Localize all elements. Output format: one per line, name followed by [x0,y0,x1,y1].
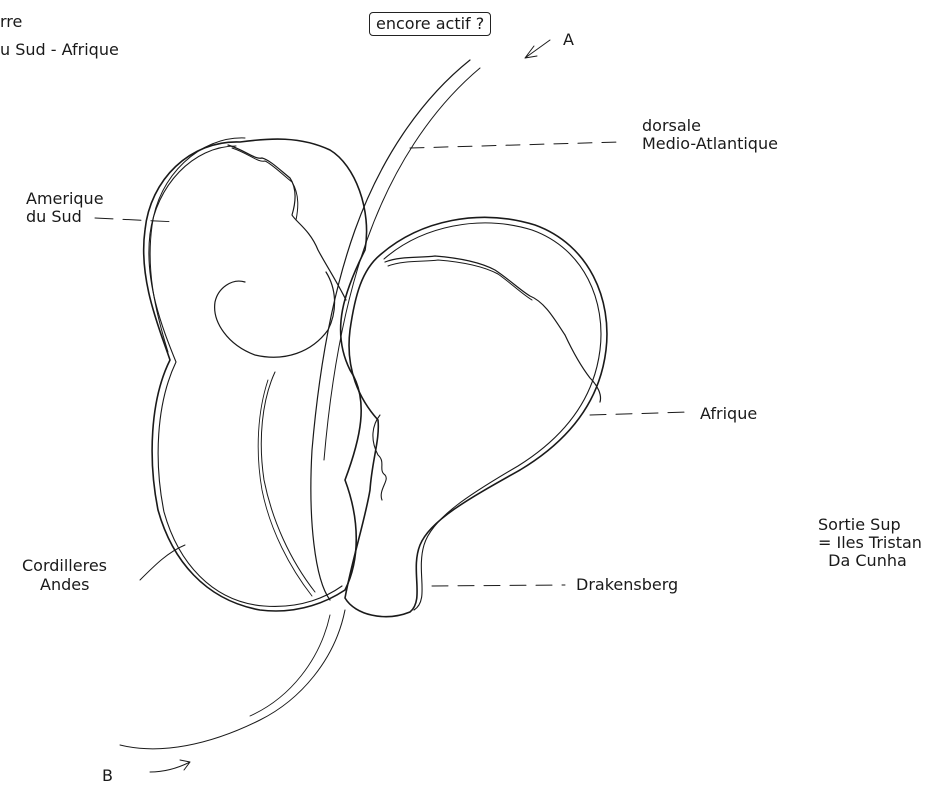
sortie-label-3: Da Cunha [818,551,907,570]
arrow-b-icon [150,760,190,772]
trajectory-b [120,610,345,749]
title-line-1: rre [0,12,22,31]
amerique-label-1: Amerique [26,189,104,208]
leader-cordilleres [140,545,185,580]
question-label: encore actif ? [369,12,491,36]
cordilleres-label-1: Cordilleres [22,556,107,575]
dorsale-label-1: dorsale [642,116,701,135]
leader-afrique [590,412,690,415]
dorsale-label-2: Medio-Atlantique [642,134,778,153]
point-a-label: A [563,30,574,49]
leader-amerique [95,218,178,222]
africa-outline [345,217,607,616]
leader-dorsale [410,142,620,148]
leader-drakensberg [432,585,565,586]
arrow-a-icon [525,40,550,58]
south-america-outline [144,138,367,611]
ridge-line [311,60,470,600]
afrique-label: Afrique [700,404,757,423]
sortie-label-1: Sortie Sup [818,515,901,534]
drakensberg-label: Drakensberg [576,575,678,594]
cordilleres-label-2: Andes [40,575,89,594]
spiral-icon [215,272,335,357]
title-line-2: u Sud - Afrique [0,40,119,59]
sortie-label-2: = Iles Tristan [818,533,922,552]
amerique-label-2: du Sud [26,207,82,226]
point-b-label: B [102,766,113,785]
